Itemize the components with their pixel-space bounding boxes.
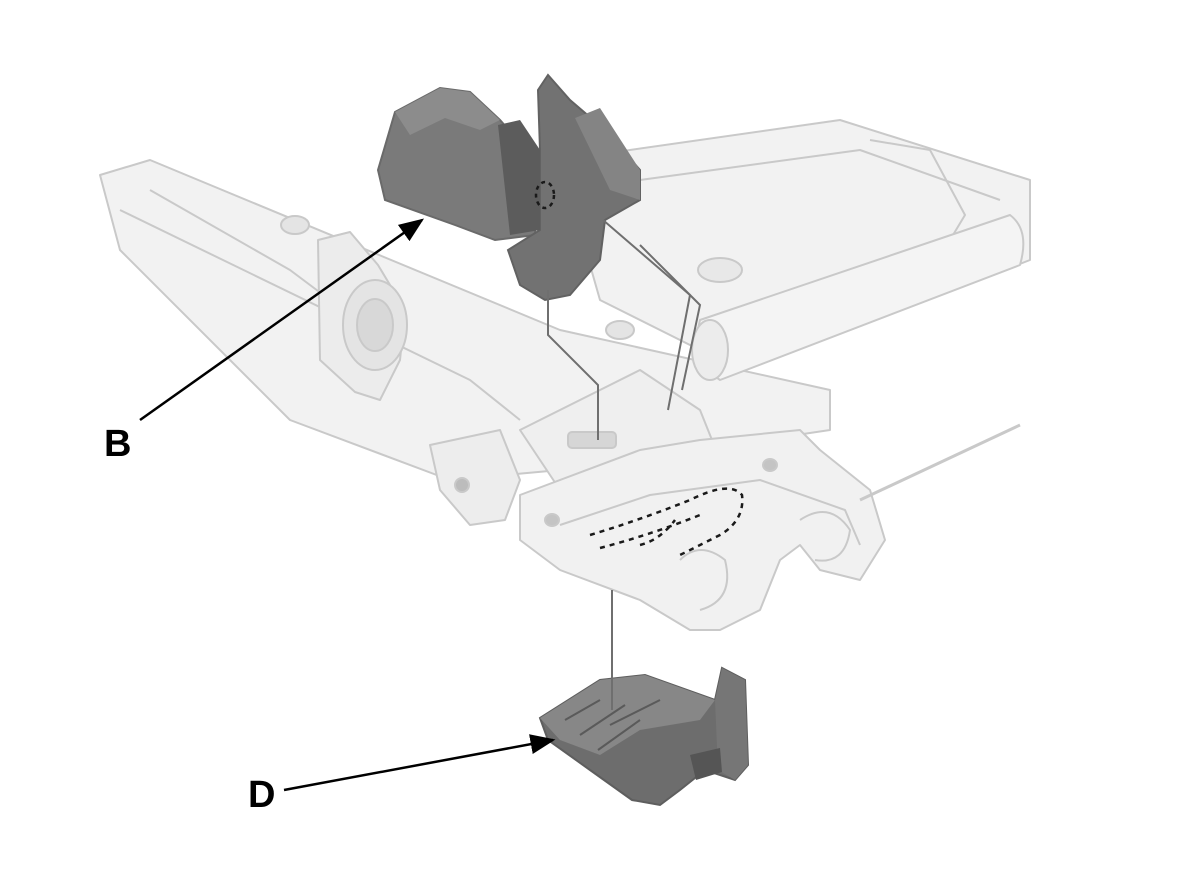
projection-lines-b: [547, 219, 702, 440]
part-d-cover: [538, 666, 750, 807]
part-b-cover: [376, 73, 641, 302]
seat-frame: [99, 119, 1031, 631]
leader-line-b: [139, 218, 425, 422]
hidden-edge-lines: [589, 487, 744, 557]
leader-line-d: [283, 734, 556, 792]
callout-label-d: D: [248, 774, 276, 816]
callout-label-b: B: [104, 423, 132, 465]
